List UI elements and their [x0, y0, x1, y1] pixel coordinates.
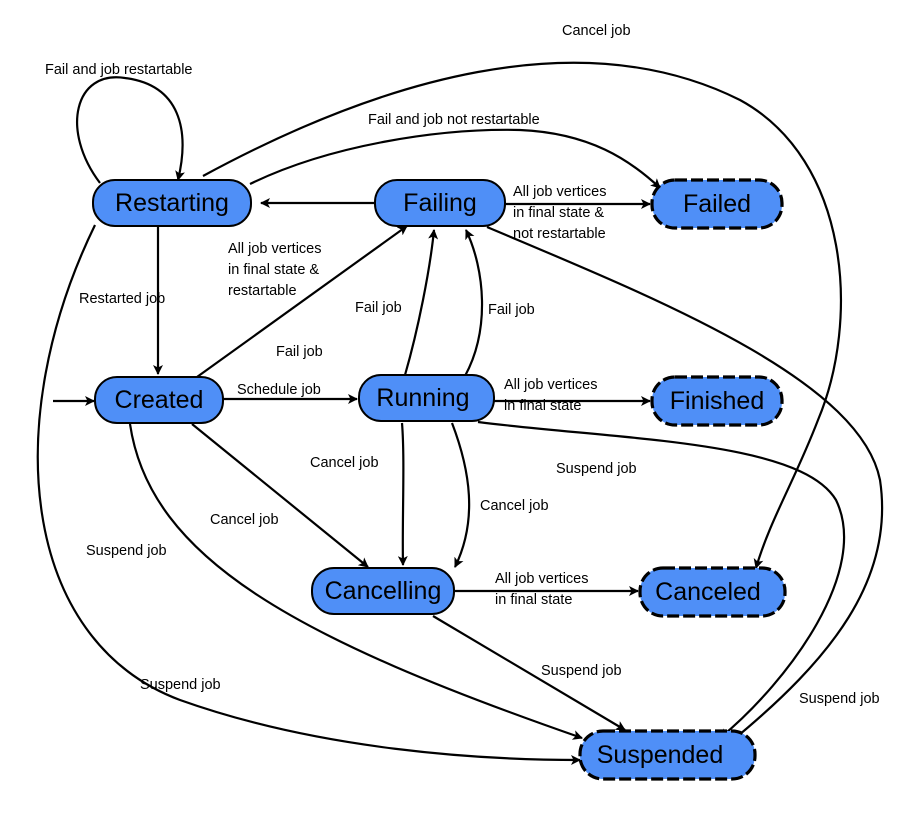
edge-running-cancelling-2	[450, 422, 471, 568]
label-suspend-job-failing: Suspend job	[799, 691, 880, 707]
label-fail-restartable: Fail and job restartable	[45, 62, 193, 78]
state-failed-label: Failed	[683, 190, 751, 218]
edge-running-cancelling-1	[397, 422, 408, 566]
state-restarting: Restarting	[92, 179, 252, 227]
label-cancel-job-top: Cancel job	[562, 23, 631, 39]
edge-running-suspended	[477, 420, 846, 739]
state-failed: Failed	[650, 178, 784, 230]
state-cancelling-label: Cancelling	[325, 577, 442, 605]
state-running: Running	[358, 374, 495, 422]
state-canceled-label: Canceled	[655, 578, 761, 606]
label-running-finished: All job vertices in final state	[504, 377, 602, 414]
label-fail-job-created: Fail job	[276, 344, 323, 360]
edge-cancelling-suspended	[432, 615, 626, 731]
label-fail-job-running-1: Fail job	[355, 300, 402, 316]
state-suspended-label: Suspended	[597, 741, 724, 769]
state-restarting-label: Restarting	[115, 189, 229, 217]
edge-restarting-self	[76, 76, 185, 184]
edge-created-suspended	[128, 423, 583, 740]
state-cancelling: Cancelling	[311, 567, 455, 615]
label-fail-not-restartable: Fail and job not restartable	[368, 112, 540, 128]
label-suspend-job-running: Suspend job	[556, 461, 637, 477]
label-cancel-job-running-2: Cancel job	[480, 498, 549, 514]
edge-restarting-canceled	[202, 61, 843, 569]
label-fail-job-running-2: Fail job	[488, 302, 535, 318]
label-schedule-job: Schedule job	[237, 382, 321, 398]
state-failing-label: Failing	[403, 189, 477, 217]
label-cancel-job-running-1: Cancel job	[310, 455, 379, 471]
label-restarted-job: Restarted job	[79, 291, 165, 307]
label-suspend-job-created: Suspend job	[86, 543, 167, 559]
edge-created-failing	[196, 225, 408, 378]
label-failing-failed: All job vertices in final state & not re…	[513, 184, 611, 242]
label-suspend-job-cancelling: Suspend job	[541, 663, 622, 679]
edge-restarting-suspended	[36, 224, 581, 765]
edge-created-cancelling	[191, 423, 369, 568]
state-failing: Failing	[374, 179, 506, 227]
label-failing-restarting: All job vertices in final state & restar…	[228, 241, 326, 299]
edge-running-failing-2	[464, 229, 484, 377]
state-finished-label: Finished	[670, 387, 765, 415]
state-created: Created	[94, 376, 224, 424]
label-cancel-job-created: Cancel job	[210, 512, 279, 528]
state-created-label: Created	[115, 386, 204, 414]
edges	[36, 61, 884, 765]
edge-restarting-failed	[249, 128, 661, 189]
edge-failing-suspended	[486, 225, 884, 741]
state-suspended: Suspended	[578, 729, 757, 781]
edge-labels: Fail and job restartable Cancel job Fail…	[45, 23, 880, 707]
label-suspend-job-restarting: Suspend job	[140, 677, 221, 693]
edge-running-failing-1	[403, 229, 439, 376]
state-canceled: Canceled	[638, 566, 787, 618]
label-cancelling-canceled: All job vertices in final state	[495, 571, 593, 608]
state-running-label: Running	[376, 384, 469, 412]
state-finished: Finished	[650, 375, 784, 427]
